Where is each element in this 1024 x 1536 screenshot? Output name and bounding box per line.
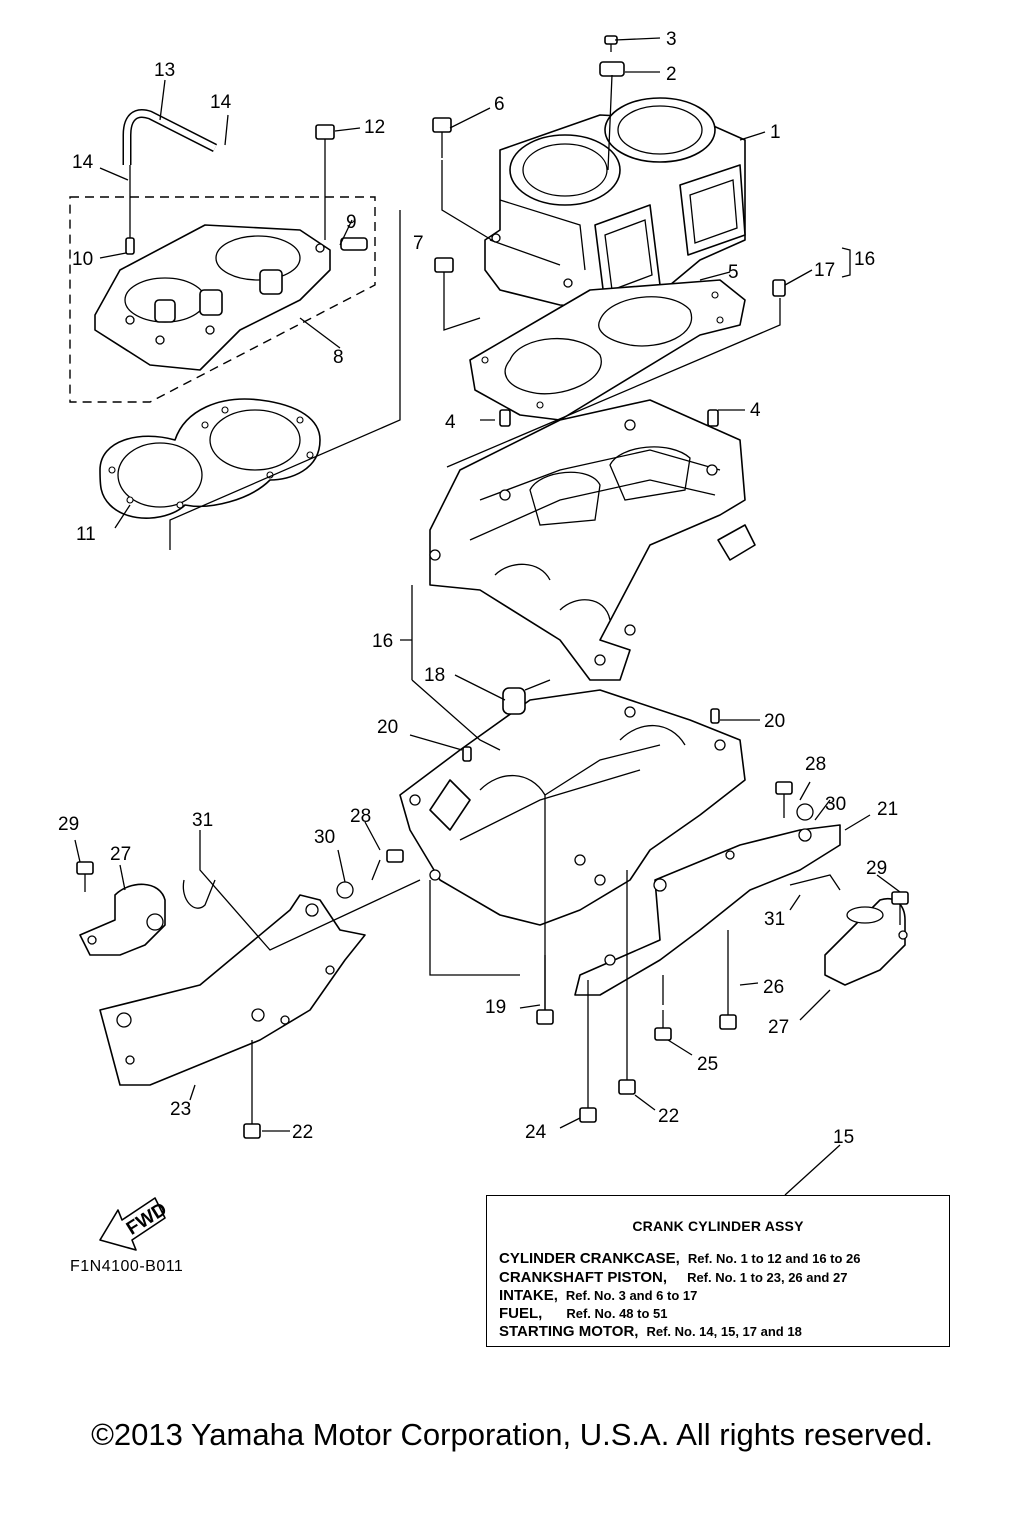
callout-17: 17 — [814, 260, 835, 281]
callout-16b: 16 — [372, 631, 393, 652]
callout-10: 10 — [72, 249, 93, 270]
diagram-code: F1N4100-B011 — [70, 1258, 184, 1275]
right-engine-mount-bracket — [574, 824, 841, 996]
legend-row: STARTING MOTOR, Ref. No. 14, 15, 17 and 1… — [499, 1323, 802, 1340]
callout-29b: 29 — [866, 858, 887, 879]
callout-4b: 4 — [750, 400, 761, 421]
callout-15: 15 — [833, 1127, 854, 1148]
left-engine-mount — [79, 883, 166, 956]
callout-27b: 27 — [768, 1017, 789, 1038]
legend-row: INTAKE, Ref. No. 3 and 6 to 17 — [499, 1287, 697, 1304]
callout-29a: 29 — [58, 814, 79, 835]
callout-14b: 14 — [72, 152, 94, 173]
callout-12: 12 — [364, 117, 385, 138]
callout-30a: 30 — [314, 827, 335, 848]
legend-row-name: STARTING MOTOR, — [499, 1323, 639, 1340]
callout-14a: 14 — [210, 92, 232, 113]
callout-4a: 4 — [445, 412, 456, 433]
callout-20b: 20 — [764, 711, 785, 732]
legend-row-name: FUEL, — [499, 1305, 543, 1322]
callout-1: 1 — [770, 122, 781, 143]
bolt-parts — [76, 35, 909, 1139]
legend-row: FUEL, Ref. No. 48 to 51 — [499, 1305, 667, 1322]
assembly-legend: CRANK CYLINDER ASSY CYLINDER CRANKCASE, R… — [486, 1195, 950, 1347]
callout-18: 18 — [424, 665, 445, 686]
cylinder-base-gasket — [469, 279, 746, 421]
legend-row-ref: Ref. No. 1 to 23, 26 and 27 — [687, 1270, 848, 1285]
callout-5: 5 — [728, 262, 739, 283]
legend-row-ref: Ref. No. 1 to 12 and 16 to 26 — [687, 1251, 861, 1266]
callout-8: 8 — [333, 347, 344, 368]
legend-row-ref: Ref. No. 14, 15, 17 and 18 — [646, 1324, 802, 1339]
callout-25: 25 — [697, 1054, 718, 1075]
forward-direction-arrow: FWD — [99, 1197, 171, 1251]
callout-16a: 16 — [854, 249, 875, 270]
callout-26: 26 — [763, 977, 784, 998]
right-engine-mount — [824, 898, 908, 986]
callout-22a: 22 — [292, 1122, 313, 1143]
callout-28a: 28 — [350, 806, 371, 827]
callout-30b: 30 — [825, 794, 846, 815]
legend-row-ref: Ref. No. 48 to 51 — [566, 1306, 668, 1321]
callout-27a: 27 — [110, 844, 131, 865]
callout-11: 11 — [76, 524, 96, 545]
upper-crankcase — [429, 399, 756, 681]
left-engine-mount-bracket — [99, 894, 366, 1086]
callout-24: 24 — [525, 1122, 547, 1143]
lower-crankcase — [399, 689, 746, 926]
cylinder-part — [484, 97, 746, 311]
callout-6: 6 — [494, 94, 505, 115]
cylinder-head-gasket — [99, 398, 321, 519]
hose-part-inner — [124, 110, 217, 165]
callout-2: 2 — [666, 64, 677, 85]
callout-3: 3 — [666, 29, 677, 50]
callout-9: 9 — [346, 212, 357, 233]
callout-31b: 31 — [764, 909, 785, 930]
callout-19: 19 — [485, 997, 506, 1018]
callout-31a: 31 — [192, 810, 213, 831]
callout-20a: 20 — [377, 717, 398, 738]
legend-row-ref: Ref. No. 3 and 6 to 17 — [565, 1288, 698, 1303]
callout-22b: 22 — [658, 1106, 679, 1127]
callout-23: 23 — [170, 1099, 191, 1120]
legend-row-name: CYLINDER CRANKCASE, — [499, 1250, 680, 1267]
legend-row-name: INTAKE, — [499, 1287, 558, 1304]
callout-28b: 28 — [805, 754, 826, 775]
legend-title: CRANK CYLINDER ASSY — [632, 1218, 804, 1234]
legend-row: CRANKSHAFT PISTON, Ref. No. 1 to 23, 26 a… — [499, 1269, 847, 1286]
callout-21: 21 — [877, 799, 898, 820]
leader-lines — [74, 37, 901, 1196]
legend-row-name: CRANKSHAFT PISTON, — [499, 1269, 668, 1286]
copyright-notice: ©2013 Yamaha Motor Corporation, U.S.A. A… — [91, 1417, 933, 1452]
legend-row: CYLINDER CRANKCASE, Ref. No. 1 to 12 and … — [499, 1250, 861, 1267]
callout-labels: 1 2 3 4 4 5 6 7 8 9 10 11 12 13 14 14 15… — [58, 29, 898, 1148]
callout-13: 13 — [154, 60, 175, 81]
callout-7: 7 — [413, 233, 424, 254]
cylinder-head-cover — [94, 224, 331, 371]
